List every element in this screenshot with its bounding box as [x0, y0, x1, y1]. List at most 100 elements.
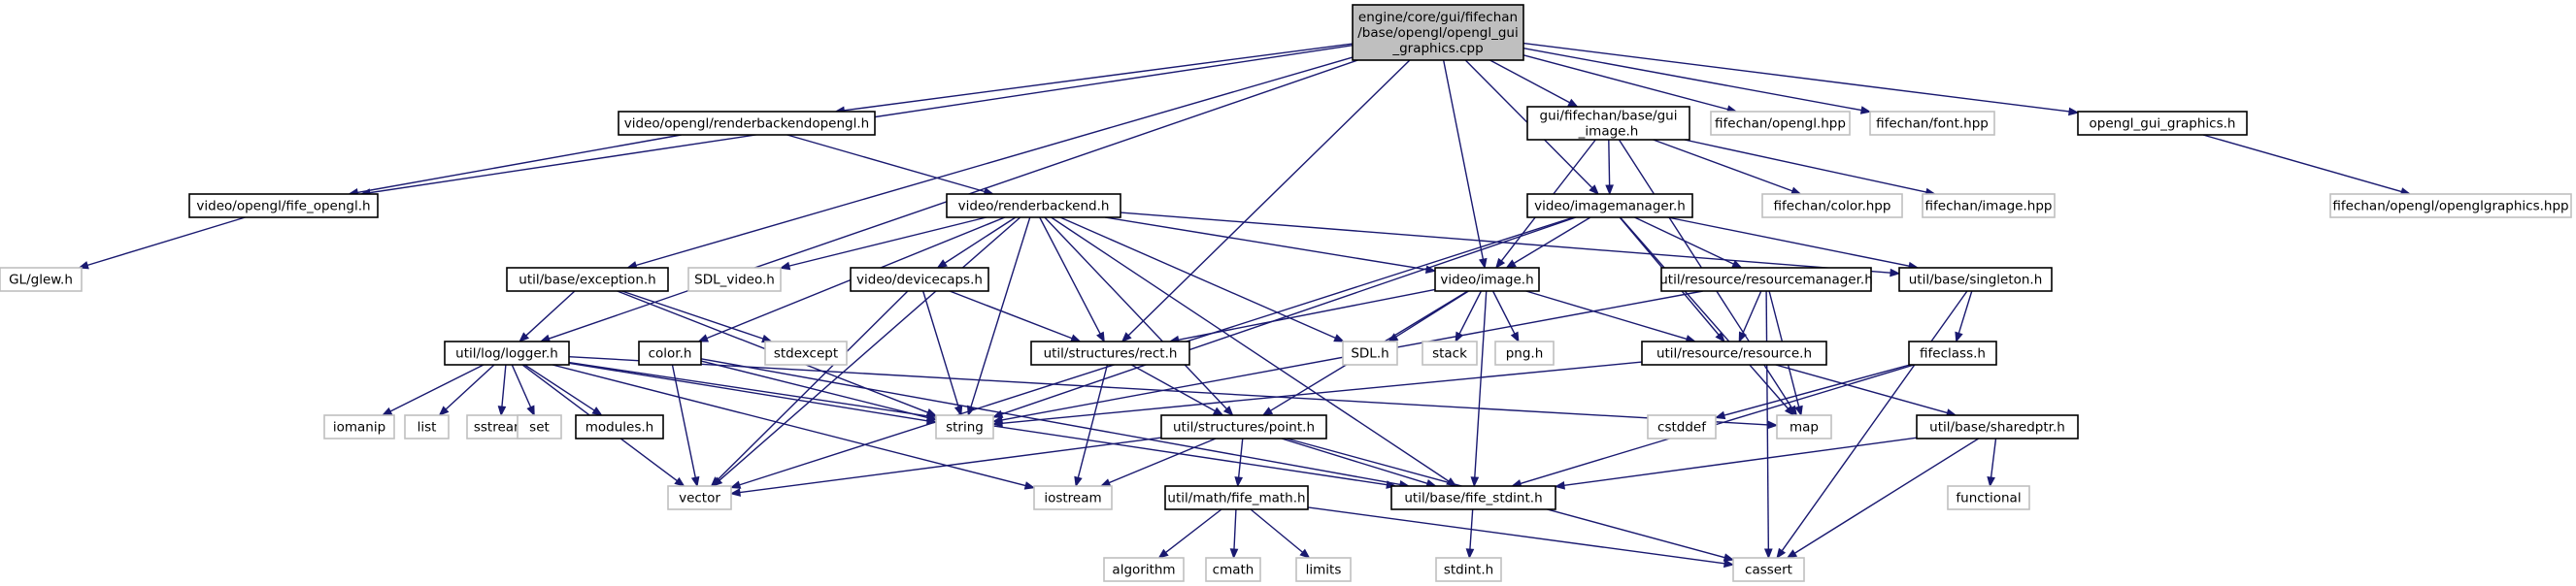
node-resource[interactable]: util/resource/resource.h — [1641, 341, 1827, 366]
node-limits: limits — [1295, 557, 1352, 582]
edge-line — [568, 362, 928, 422]
node-label: sstream — [474, 420, 526, 436]
edge-resourcemanager-to-cassert — [1763, 290, 1773, 560]
node-label: _graphics.cpp — [1391, 41, 1483, 56]
edge-line — [511, 364, 532, 408]
node-label: _image.h — [1578, 124, 1639, 140]
arrowhead — [1794, 405, 1803, 417]
node-resourcemanager[interactable]: util/resource/resourcemanager.h — [1659, 267, 1873, 292]
edge-image-to-resource — [1525, 290, 1697, 343]
node-box — [1435, 557, 1502, 582]
arrowhead — [1234, 476, 1244, 488]
edge-root-to-gui_image — [1489, 59, 1579, 108]
node-fife-math[interactable]: util/math/fife_math.h — [1164, 485, 1309, 510]
edge-renderbackend-to-string — [966, 216, 1031, 417]
node-image[interactable]: video/image.h — [1434, 267, 1540, 292]
arrowhead — [1096, 331, 1105, 343]
node-fifeclass[interactable]: fifeclass.h — [1908, 341, 1997, 366]
node-render-ogl[interactable]: video/opengl/renderbackendopengl.h — [618, 111, 876, 136]
arrowhead — [1731, 260, 1743, 269]
node-label: algorithm — [1112, 563, 1175, 578]
node-sharedptr[interactable]: util/base/sharedptr.h — [1916, 414, 2079, 440]
node-stdint: stdint.h — [1435, 557, 1502, 582]
arrowhead — [526, 405, 535, 417]
node-algorithm: algorithm — [1103, 557, 1185, 582]
node-box — [618, 111, 876, 136]
node-box — [1494, 341, 1555, 366]
edge-line — [1522, 42, 2070, 113]
node-label: string — [946, 420, 984, 436]
node-fc-font: fifechan/font.hpp — [1869, 111, 1995, 136]
node-stdexcept: stdexcept — [764, 341, 848, 366]
node-box — [1434, 267, 1540, 292]
arrowhead — [1605, 184, 1614, 196]
node-box — [764, 341, 848, 366]
node-root[interactable]: engine/core/gui/fifechan/base/opengl/ope… — [1352, 4, 1524, 61]
edge-line — [1775, 364, 1948, 414]
node-label: functional — [1956, 491, 2021, 506]
node-singleton[interactable]: util/base/singleton.h — [1898, 267, 2053, 292]
edge-line — [525, 290, 576, 337]
node-devicecaps[interactable]: video/devicecaps.h — [850, 267, 989, 292]
node-box — [506, 267, 669, 292]
node-label: stack — [1432, 346, 1467, 362]
edge-line — [1667, 216, 1910, 267]
node-label: util/base/exception.h — [519, 273, 655, 288]
edge-line — [1165, 508, 1222, 554]
edge-resource-to-sharedptr — [1775, 364, 1957, 417]
node-logger[interactable]: util/log/logger.h — [444, 341, 570, 366]
node-label: opengl_gui_graphics.h — [2090, 116, 2236, 132]
edge-line — [844, 43, 1354, 112]
node-point[interactable]: util/structures/point.h — [1160, 414, 1327, 440]
edge-resourcemanager-to-resource — [1738, 290, 1762, 343]
arrowhead — [710, 476, 721, 487]
node-fife-opengl[interactable]: video/opengl/fife_opengl.h — [188, 193, 379, 218]
arrowhead — [1157, 548, 1169, 559]
node-box — [1164, 485, 1309, 510]
edge-line — [1474, 290, 1488, 478]
edge-devicecaps-to-vector — [710, 290, 909, 487]
node-box — [935, 414, 994, 440]
node-label: set — [529, 420, 550, 436]
node-exception[interactable]: util/base/exception.h — [506, 267, 669, 292]
node-rect[interactable]: util/structures/rect.h — [1030, 341, 1190, 366]
edge-line — [568, 355, 1769, 426]
node-box — [1732, 557, 1805, 582]
arrowhead — [2068, 107, 2080, 116]
arrowhead — [1222, 406, 1234, 416]
node-fc-oglgraphics: fifechan/opengl/openglgraphics.hpp — [2329, 193, 2572, 218]
arrowhead — [1859, 106, 1872, 114]
node-label: fifechan/font.hpp — [1876, 116, 1989, 132]
edge-line — [1608, 139, 1611, 186]
node-fife-stdint[interactable]: util/base/fife_stdint.h — [1390, 485, 1556, 510]
arrowhead — [1510, 331, 1520, 343]
edge-line — [1522, 47, 1862, 112]
edge-line — [1525, 290, 1688, 341]
node-box — [638, 341, 702, 366]
arrowhead — [1470, 476, 1480, 488]
node-color[interactable]: color.h — [638, 341, 702, 366]
edge-fife_math-to-algorithm — [1157, 508, 1222, 559]
node-box — [850, 267, 989, 292]
node-label: engine/core/gui/fifechan — [1358, 10, 1518, 25]
node-modules[interactable]: modules.h — [575, 414, 664, 440]
node-ogl-gui-graphics[interactable]: opengl_gui_graphics.h — [2077, 111, 2248, 136]
edge-imagemanager-to-string — [991, 216, 1577, 418]
edge-line — [1051, 216, 1450, 482]
node-box — [575, 414, 664, 440]
arrowhead — [1955, 331, 1963, 343]
node-label: map — [1790, 420, 1819, 436]
edge-line — [700, 358, 1401, 486]
node-string: string — [935, 414, 994, 440]
node-label: vector — [679, 491, 720, 506]
arrowhead — [1023, 481, 1036, 490]
node-renderbackend[interactable]: video/renderbackend.h — [946, 193, 1121, 218]
node-gui-image[interactable]: gui/fifechan/base/gui_image.h — [1526, 106, 1690, 141]
edge-line — [1077, 364, 1109, 478]
arrowhead — [1767, 420, 1779, 430]
arrowhead — [936, 259, 948, 269]
edge-singleton-to-fifeclass — [1955, 290, 1973, 343]
node-box — [1710, 111, 1851, 136]
node-imagemanager[interactable]: video/imagemanager.h — [1526, 193, 1693, 218]
node-box — [1033, 485, 1113, 510]
